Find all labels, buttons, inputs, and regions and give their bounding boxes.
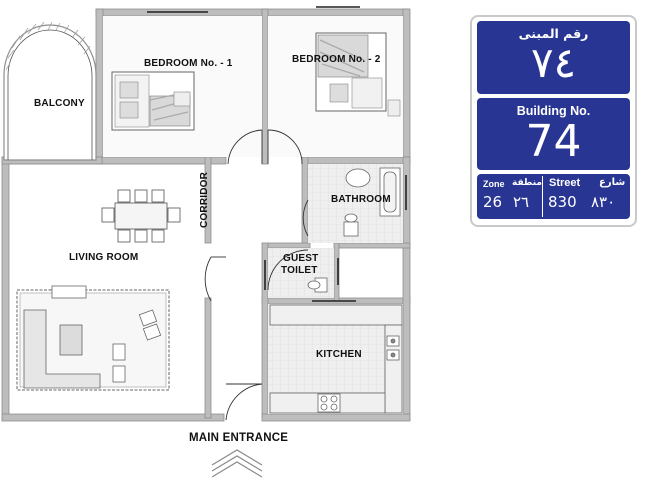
room-label-corridor: CORRIDOR bbox=[199, 171, 210, 228]
room-label-bedroom-2: BEDROOM No. - 2 bbox=[292, 54, 381, 65]
arabic-building-number: ٧٤ bbox=[530, 38, 577, 87]
kitchen-fixtures bbox=[269, 304, 403, 414]
balcony bbox=[3, 21, 97, 161]
english-title: Building No. bbox=[516, 104, 591, 118]
zone-value-ar: ٢٦ bbox=[513, 193, 530, 211]
arabic-title: رقم المبنى bbox=[518, 26, 589, 41]
zone-label-ar: منطقة bbox=[512, 178, 542, 188]
english-number-panel: Building No. 74 bbox=[477, 98, 630, 170]
room-label-bedroom-1: BEDROOM No. - 1 bbox=[144, 58, 233, 69]
doors bbox=[204, 129, 309, 421]
building-number-sign: رقم المبنى ٧٤ Building No. 74 Zone منطقة… bbox=[470, 15, 637, 227]
room-label-balcony: BALCONY bbox=[34, 98, 85, 109]
english-building-number: 74 bbox=[525, 116, 582, 167]
room-label-guest: GUEST bbox=[283, 253, 319, 264]
zone-value-en: 26 bbox=[483, 193, 503, 211]
dining-table bbox=[101, 189, 181, 243]
panel-divider bbox=[542, 176, 543, 217]
bathroom-fixtures bbox=[343, 167, 401, 237]
main-entrance-label: MAIN ENTRANCE bbox=[189, 432, 289, 444]
street-value-ar: ٨٣٠ bbox=[591, 193, 616, 211]
bedroom-1-furniture bbox=[111, 71, 195, 131]
guest-toilet-fixtures bbox=[307, 277, 328, 293]
street-label-ar: شارع bbox=[599, 177, 626, 188]
windows bbox=[147, 6, 407, 302]
zone-street-panel: Zone منطقة 26 ٢٦ Street شارع 830 ٨٣٠ bbox=[477, 174, 630, 219]
street-label-en: Street bbox=[549, 177, 581, 189]
arabic-number-panel: رقم المبنى ٧٤ bbox=[477, 21, 630, 94]
living-rug bbox=[16, 285, 170, 391]
bedroom-2-furniture bbox=[315, 32, 401, 117]
room-label-kitchen: KITCHEN bbox=[316, 349, 362, 360]
room-label-bathroom: BATHROOM bbox=[331, 194, 391, 205]
zone-label-en: Zone bbox=[483, 179, 505, 189]
room-label-living-room: LIVING ROOM bbox=[69, 252, 139, 263]
entrance-arrow bbox=[211, 449, 263, 478]
room-label-toilet: TOILET bbox=[281, 265, 318, 276]
street-value-en: 830 bbox=[548, 193, 577, 211]
